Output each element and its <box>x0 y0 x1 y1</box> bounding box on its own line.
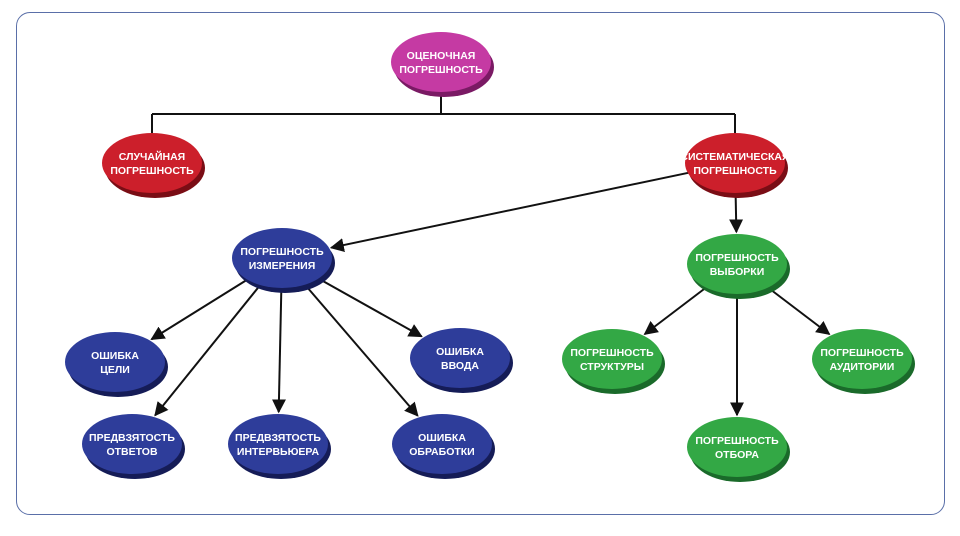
node-ellipse <box>65 332 165 392</box>
edge-measurement-processing <box>301 280 419 417</box>
diagram-frame <box>16 12 945 515</box>
node-root: ОЦЕНОЧНАЯ ПОГРЕШНОСТЬ <box>391 32 494 97</box>
node-label: ОЦЕНОЧНАЯ <box>407 50 476 62</box>
node-label: ПОГРЕШНОСТЬ <box>240 246 324 258</box>
node-label: ВВОДА <box>441 360 479 372</box>
node-label: ПОГРЕШНОСТЬ <box>693 165 777 177</box>
node-label: ОТВЕТОВ <box>106 446 157 458</box>
node-label: СЛУЧАЙНАЯ <box>119 150 185 163</box>
node-label: ВЫБОРКИ <box>710 266 765 278</box>
node-label: АУДИТОРИИ <box>830 361 895 373</box>
node-label: ПОГРЕШНОСТЬ <box>695 252 779 264</box>
edge-measurement-goal <box>150 276 252 341</box>
node-ellipse <box>410 328 510 388</box>
node-ellipse <box>687 417 787 477</box>
node-systematic: СИСТЕМАТИЧЕСКАЯ ПОГРЕШНОСТЬ <box>680 133 790 198</box>
node-measurement: ПОГРЕШНОСТЬ ИЗМЕРЕНИЯ <box>232 228 335 293</box>
node-ellipse <box>562 329 662 389</box>
node-ellipse <box>102 133 202 193</box>
node-ellipse <box>392 414 492 474</box>
node-label: ПРЕДВЗЯТОСТЬ <box>235 432 321 444</box>
node-label: ИНТЕРВЬЮЕРА <box>237 446 320 458</box>
node-audience: ПОГРЕШНОСТЬ АУДИТОРИИ <box>812 329 915 394</box>
node-response: ПРЕДВЗЯТОСТЬ ОТВЕТОВ <box>82 414 185 479</box>
node-ellipse <box>812 329 912 389</box>
node-label: ПОГРЕШНОСТЬ <box>399 64 483 76</box>
node-ellipse <box>391 32 491 92</box>
node-label: ИЗМЕРЕНИЯ <box>249 260 316 272</box>
node-label: ПОГРЕШНОСТЬ <box>695 435 779 447</box>
node-label: ОТБОРА <box>715 449 759 461</box>
node-label: ОШИБКА <box>91 350 139 362</box>
node-label: ОБРАБОТКИ <box>409 446 474 458</box>
node-label: СТРУКТУРЫ <box>580 361 644 373</box>
node-selection: ПОГРЕШНОСТЬ ОТБОРА <box>687 417 790 482</box>
node-label: ЦЕЛИ <box>100 364 130 376</box>
edge-measurement-response <box>154 281 264 417</box>
node-label: ПОГРЕШНОСТЬ <box>110 165 194 177</box>
edge-systematic-measurement <box>329 171 693 252</box>
node-label: ПОГРЕШНОСТЬ <box>570 347 654 359</box>
node-ellipse <box>82 414 182 474</box>
edge-measurement-input <box>314 275 423 338</box>
edges-layer <box>150 92 831 417</box>
node-ellipse <box>228 414 328 474</box>
node-label: ПРЕДВЗЯТОСТЬ <box>89 432 175 444</box>
node-goal: ОШИБКА ЦЕЛИ <box>65 332 168 397</box>
node-ellipse <box>687 234 787 294</box>
node-ellipse <box>685 133 785 193</box>
node-structure: ПОГРЕШНОСТЬ СТРУКТУРЫ <box>562 329 665 394</box>
node-ellipse <box>232 228 332 288</box>
node-input: ОШИБКА ВВОДА <box>410 328 513 393</box>
node-processing: ОШИБКА ОБРАБОТКИ <box>392 414 495 479</box>
node-label: СИСТЕМАТИЧЕСКАЯ <box>680 151 789 163</box>
node-interviewer: ПРЕДВЗЯТОСТЬ ИНТЕРВЬЮЕРА <box>228 414 331 479</box>
node-label: ПОГРЕШНОСТЬ <box>820 347 904 359</box>
node-label: ОШИБКА <box>436 346 484 358</box>
node-label: ОШИБКА <box>418 432 466 444</box>
node-random: СЛУЧАЙНАЯ ПОГРЕШНОСТЬ <box>102 133 205 198</box>
edge-measurement-interviewer <box>271 283 286 414</box>
nodes-layer: ОЦЕНОЧНАЯ ПОГРЕШНОСТЬ СЛУЧАЙНАЯ ПОГРЕШНОСТЬ… <box>65 32 915 482</box>
edge-sampling-structure <box>643 284 711 335</box>
edge-sampling-audience <box>763 284 831 335</box>
node-sampling: ПОГРЕШНОСТЬ ВЫБОРКИ <box>687 234 790 299</box>
